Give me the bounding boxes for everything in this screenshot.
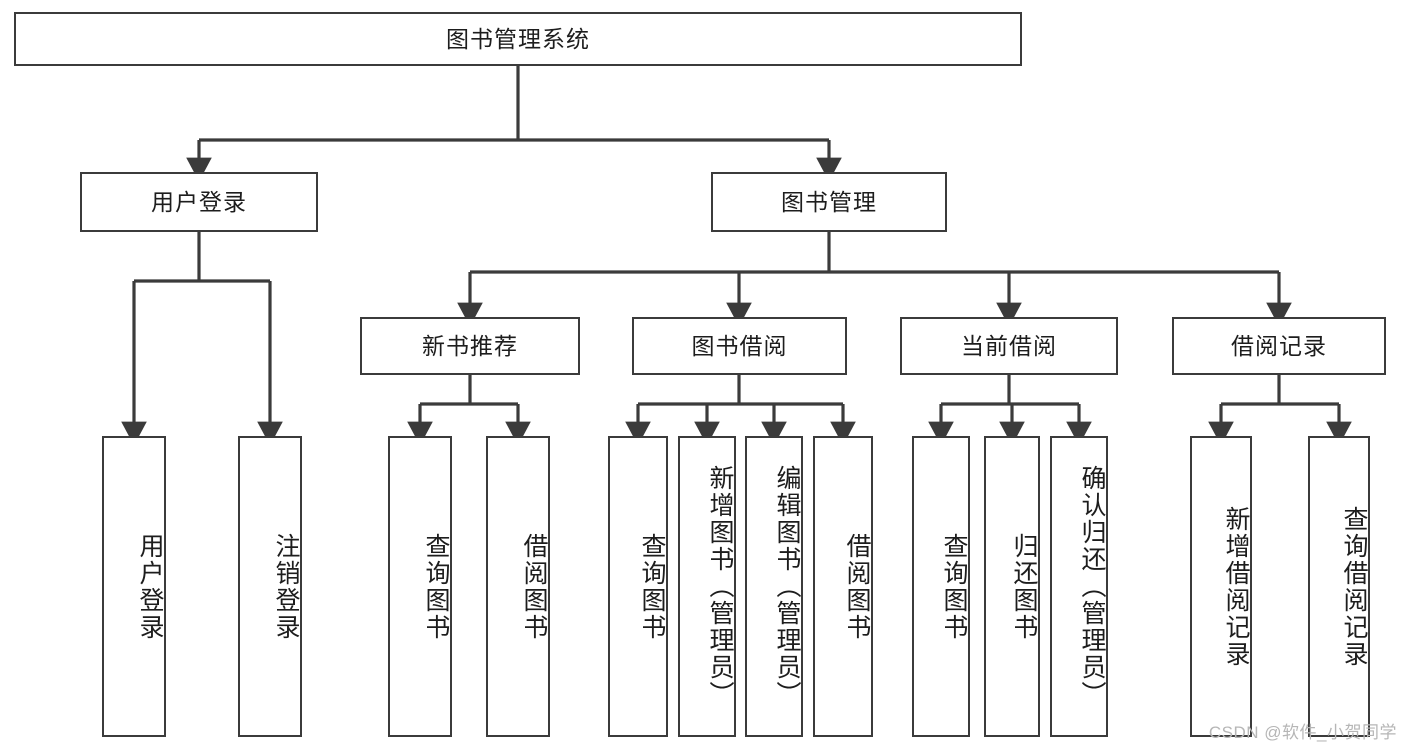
node-label: 新增图书（管理员） xyxy=(706,465,734,708)
node-book-management[interactable]: 图书管理 xyxy=(711,172,947,232)
node-borrow-record[interactable]: 借阅记录 xyxy=(1172,317,1386,375)
node-label: 新书推荐 xyxy=(422,332,518,359)
node-label: 用户登录 xyxy=(151,188,247,215)
node-label: 图书管理 xyxy=(781,188,877,215)
node-label: 注销登录 xyxy=(272,532,300,641)
node-label: 查询借阅记录 xyxy=(1340,505,1368,668)
watermark: CSDN @软件_小贺同学 xyxy=(1208,723,1397,742)
node-label: 用户登录 xyxy=(136,532,164,641)
leaf-node[interactable]: 新增图书（管理员） xyxy=(678,436,736,737)
leaf-node[interactable]: 归还图书 xyxy=(984,436,1040,737)
node-label: 借阅记录 xyxy=(1231,332,1327,359)
leaf-node[interactable]: 借阅图书 xyxy=(813,436,873,737)
node-label: 确认归还（管理员） xyxy=(1078,465,1106,708)
leaf-node[interactable]: 查询图书 xyxy=(388,436,452,737)
leaf-node[interactable]: 查询图书 xyxy=(912,436,970,737)
leaf-node[interactable]: 注销登录 xyxy=(238,436,302,737)
node-label: 新增借阅记录 xyxy=(1222,505,1250,668)
node-book-borrow[interactable]: 图书借阅 xyxy=(632,317,847,375)
leaf-node[interactable]: 用户登录 xyxy=(102,436,166,737)
leaf-node[interactable]: 确认归还（管理员） xyxy=(1050,436,1108,737)
leaf-node[interactable]: 借阅图书 xyxy=(486,436,550,737)
node-label: 借阅图书 xyxy=(843,532,871,641)
node-label: 借阅图书 xyxy=(520,532,548,641)
leaf-node[interactable]: 编辑图书（管理员） xyxy=(745,436,803,737)
node-label: 编辑图书（管理员） xyxy=(773,465,801,708)
node-label: 查询图书 xyxy=(422,532,450,641)
node-root-system[interactable]: 图书管理系统 xyxy=(14,12,1022,66)
node-new-book-recommend[interactable]: 新书推荐 xyxy=(360,317,580,375)
node-label: 查询图书 xyxy=(638,532,666,641)
node-current-borrow[interactable]: 当前借阅 xyxy=(900,317,1118,375)
node-label: 图书借阅 xyxy=(691,332,788,359)
leaf-node[interactable]: 查询借阅记录 xyxy=(1308,436,1370,737)
node-label: 当前借阅 xyxy=(961,332,1057,359)
node-label: 图书管理系统 xyxy=(446,25,590,52)
node-label: 查询图书 xyxy=(940,532,968,641)
node-user-login[interactable]: 用户登录 xyxy=(80,172,318,232)
node-label: 归还图书 xyxy=(1010,532,1038,641)
leaf-node[interactable]: 新增借阅记录 xyxy=(1190,436,1252,737)
leaf-node[interactable]: 查询图书 xyxy=(608,436,668,737)
